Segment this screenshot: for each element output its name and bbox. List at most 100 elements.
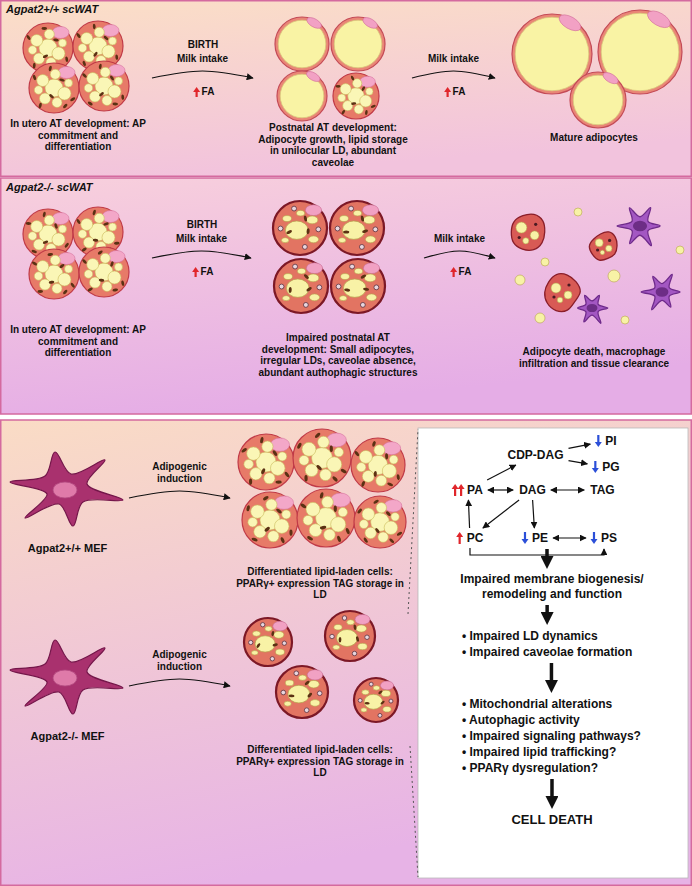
drawing-part (358, 698, 362, 702)
drawing-part (347, 620, 355, 625)
drawing-part (371, 441, 376, 448)
lipid-node: PE (519, 530, 551, 546)
drawing-part (364, 694, 382, 709)
drawing-part (332, 475, 339, 482)
drawing-part (58, 253, 75, 265)
stage-group: Postnatal AT development: Adipocyte grow… (258, 14, 408, 168)
drawing-part (361, 481, 366, 488)
connector-arrow (487, 465, 516, 480)
drawing-part (102, 45, 115, 58)
drawing-part (456, 532, 463, 537)
drawing-part (302, 442, 316, 456)
drawing-part (280, 537, 285, 544)
drawing-part (316, 464, 323, 471)
node-text: In utero AT development: AP commitment a… (8, 324, 148, 359)
drawing-part (524, 532, 526, 540)
cell-group: Agpat2-/- MEF (10, 628, 125, 742)
node-text: PE (532, 531, 548, 545)
node-text: • Mitochondrial alterations (462, 696, 641, 712)
node-text: • Impaired caveolae formation (462, 644, 632, 660)
drawing-part (70, 282, 76, 288)
stage-group: In utero AT development: AP commitment a… (8, 18, 148, 153)
drawing-part (330, 201, 384, 255)
drawing-part (90, 277, 101, 288)
drawing-part (306, 502, 320, 516)
bullet-list: • Mitochondrial alterations• Autophagic … (462, 696, 641, 776)
drawing-part (359, 244, 364, 249)
drawing-part (34, 239, 45, 250)
drawing-part (608, 239, 611, 242)
drawing-part (306, 535, 313, 541)
drawing-part (340, 216, 349, 222)
drawing-part (351, 102, 356, 105)
drawing-part (285, 680, 293, 686)
drawing-part (99, 279, 105, 282)
drawing-part (87, 73, 99, 85)
fatty-acid-label: FA (459, 266, 472, 278)
drawing-part (380, 700, 385, 705)
drawing-part (59, 225, 67, 233)
drawing-part (79, 247, 129, 297)
drawing-part (574, 208, 582, 216)
connector-arrow (545, 605, 549, 615)
drawing-part (551, 283, 561, 293)
drawing-part (335, 226, 340, 231)
drawing-part (366, 88, 373, 95)
drawing-part (353, 210, 361, 216)
drawing-part (100, 253, 110, 263)
drawing-part (595, 442, 602, 447)
drawing-part (338, 94, 346, 102)
connector-arrow (483, 500, 519, 528)
connector-arrow (129, 679, 230, 686)
drawing-part (98, 91, 104, 97)
drawing-part (102, 96, 112, 106)
drawing-part (515, 275, 525, 285)
drawing-part (383, 706, 391, 712)
drawing-part (112, 288, 118, 292)
drawing-part (44, 29, 54, 39)
drawing-part (621, 316, 629, 324)
drawing-part (110, 261, 115, 267)
drawing-part (343, 231, 349, 234)
drawing-part (281, 690, 286, 695)
drawing-part (31, 221, 43, 233)
drawing-part (54, 223, 59, 229)
drawing-part (255, 636, 275, 652)
drawing-part (617, 208, 660, 246)
panel-band: Agpat2+/+ scWATIn utero AT development: … (0, 0, 692, 176)
drawing-part (641, 274, 680, 309)
drawing-part (360, 274, 367, 280)
drawing-part (391, 513, 399, 521)
drawing-part (115, 77, 123, 85)
drawing-part (606, 245, 612, 251)
connector-arrow (550, 663, 554, 683)
drawing-part (345, 527, 350, 534)
drawing-part (48, 93, 54, 99)
drawing-part (535, 313, 545, 323)
drawing-part (656, 287, 669, 297)
drawing-part (26, 34, 31, 40)
drawing-part (278, 226, 283, 231)
node-text: Differentiated lipid-laden cells: PPARγ+… (235, 744, 405, 779)
connector-arrow (545, 549, 549, 559)
drawing-part (306, 228, 309, 234)
drawing-part (396, 474, 400, 480)
drawing-part (299, 455, 309, 465)
drawing-part (293, 264, 298, 269)
drawing-part (93, 24, 96, 30)
drawing-part (42, 240, 48, 245)
drawing-part (44, 215, 54, 225)
drawing-part (53, 482, 77, 498)
drawing-part (246, 505, 250, 512)
drawing-part (84, 84, 93, 93)
drawing-part (518, 236, 521, 239)
drawing-part (365, 236, 375, 243)
drawing-part (244, 459, 254, 469)
node-text: Impaired membrane biogenesis/ remodeling… (436, 572, 668, 602)
drawing-part (289, 287, 292, 293)
drawing-part (293, 429, 351, 487)
drawing-part (358, 643, 367, 649)
drawing-part (307, 692, 313, 698)
drawing-part (58, 87, 71, 100)
drawing-part (355, 636, 359, 642)
